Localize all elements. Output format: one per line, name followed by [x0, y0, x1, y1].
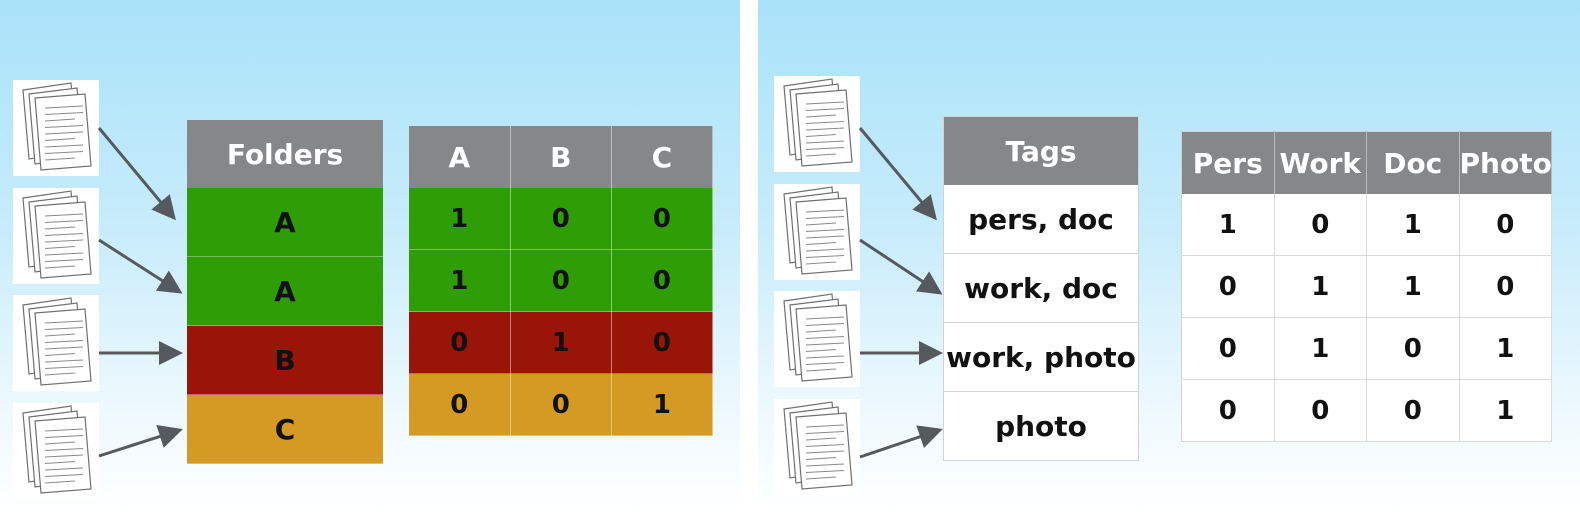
- matrix-column-header: Work: [1274, 131, 1367, 194]
- matrix-column-header: B: [510, 126, 612, 188]
- matrix-cell: 0: [611, 188, 714, 250]
- matrix-cell: 0: [611, 249, 714, 312]
- matrix-column-header: A: [409, 126, 511, 188]
- folder-label: B: [187, 325, 383, 395]
- document-icon: [774, 291, 860, 387]
- folder-label: A: [187, 188, 383, 257]
- matrix-cell: 1: [611, 373, 714, 436]
- matrix-cell: 1: [1459, 317, 1552, 380]
- tag-label: photo: [943, 391, 1139, 461]
- matrix-cell: 0: [1274, 379, 1367, 442]
- matrix-column-header: Doc: [1366, 131, 1460, 194]
- matrix-cell: 0: [1181, 379, 1275, 442]
- tag-row: photo: [943, 391, 1139, 461]
- matrix-cell: 0: [1366, 317, 1460, 380]
- matrix-cell: 1: [510, 311, 612, 374]
- matrix-cell: 1: [1274, 255, 1367, 318]
- tag-row: work, doc: [943, 253, 1139, 323]
- tag-row: pers, doc: [943, 185, 1139, 254]
- matrix-cell: 0: [510, 188, 612, 250]
- folder-row: A: [187, 256, 383, 326]
- matrix-cell: 0: [1366, 379, 1460, 442]
- tags-header: Tags: [943, 116, 1139, 185]
- matrix-column-header: C: [611, 126, 714, 188]
- matrix-cell: 0: [611, 311, 714, 374]
- folder-row: C: [187, 394, 383, 464]
- document-icon: [13, 403, 99, 499]
- tag-label: work, photo: [943, 322, 1139, 392]
- document-icon: [13, 188, 99, 284]
- tag-label: work, doc: [943, 253, 1139, 323]
- document-icon: [774, 184, 860, 280]
- matrix-cell: 1: [1459, 379, 1552, 442]
- matrix-cell: 0: [1459, 255, 1552, 318]
- matrix-cell: 0: [510, 373, 612, 436]
- folder-label: A: [187, 256, 383, 326]
- matrix-cell: 1: [409, 188, 511, 250]
- folders-header: Folders: [187, 120, 383, 188]
- tag-label: pers, doc: [943, 185, 1139, 254]
- folder-row: B: [187, 325, 383, 395]
- matrix-cell: 0: [1181, 317, 1275, 380]
- matrix-cell: 0: [409, 311, 511, 374]
- document-icon: [13, 295, 99, 391]
- matrix-column-header: Pers: [1181, 131, 1275, 194]
- matrix-cell: 1: [1274, 317, 1367, 380]
- matrix-cell: 1: [409, 249, 511, 312]
- matrix-cell: 1: [1366, 255, 1460, 318]
- matrix-column-header: Photo: [1459, 131, 1552, 194]
- folder-label: C: [187, 394, 383, 464]
- document-icon: [774, 399, 860, 495]
- matrix-cell: 0: [1459, 194, 1552, 256]
- matrix-cell: 1: [1366, 194, 1460, 256]
- matrix-cell: 1: [1181, 194, 1275, 256]
- matrix-cell: 0: [409, 373, 511, 436]
- matrix-cell: 0: [510, 249, 612, 312]
- tag-row: work, photo: [943, 322, 1139, 392]
- folder-row: A: [187, 188, 383, 257]
- document-icon: [774, 76, 860, 172]
- document-icon: [13, 80, 99, 176]
- matrix-cell: 0: [1181, 255, 1275, 318]
- matrix-cell: 0: [1274, 194, 1367, 256]
